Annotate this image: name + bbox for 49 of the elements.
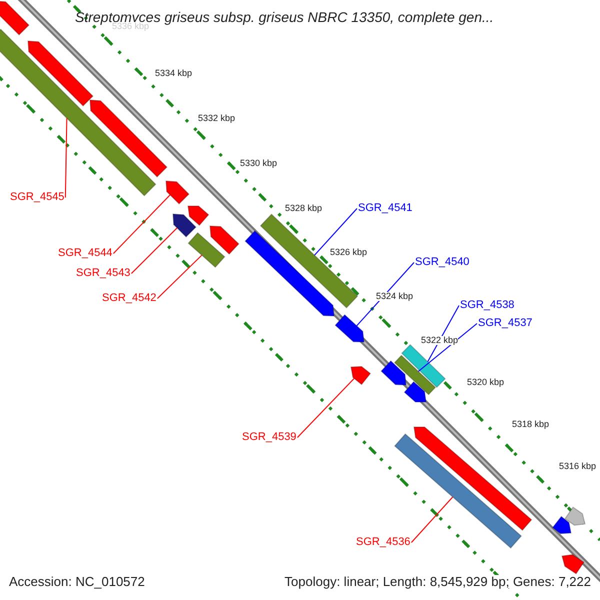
topology-text: Topology: linear; Length: 8,545,929 bp; Genes: 7,222 — [284, 575, 591, 588]
leader-line — [112, 194, 171, 254]
gene-label: SGR_4541 — [358, 203, 412, 214]
gene-block — [334, 314, 365, 343]
gene-block — [27, 40, 94, 107]
gene-block — [380, 360, 407, 386]
gene-block — [404, 381, 427, 402]
gene-label: SGR_4539 — [242, 432, 296, 443]
tick-label: 5324 kbp — [376, 292, 414, 301]
leader-line — [64, 118, 68, 198]
tick-label: 5326 kbp — [330, 248, 368, 257]
gene-block — [0, 0, 30, 36]
gene-block — [552, 516, 572, 534]
tick-label: 5320 kbp — [467, 378, 504, 387]
gene-block — [401, 344, 446, 388]
tick-label: 5316 kbp — [559, 462, 596, 471]
tick-label: 5334 kbp — [155, 69, 192, 78]
accession-text: Accession: NC_010572 — [9, 575, 145, 588]
gene-block — [564, 506, 586, 526]
tick-label: 5332 kbp — [198, 114, 236, 123]
tick-label: 5330 kbp — [240, 159, 278, 168]
gene-block — [187, 206, 210, 226]
gene-block — [394, 354, 436, 396]
leader-line — [130, 227, 178, 274]
gene-label: SGR_4543 — [76, 268, 130, 279]
leader-line — [296, 378, 355, 438]
gene-block — [165, 180, 190, 205]
gene-block — [89, 99, 168, 178]
gene-block — [209, 225, 240, 255]
gene-label: SGR_4545 — [10, 192, 64, 203]
gene-block — [188, 232, 226, 268]
gene-label: SGR_4536 — [356, 537, 410, 548]
tick-label: 5318 kbp — [512, 420, 550, 429]
gene-label: SGR_4544 — [58, 248, 112, 259]
gene-label: SGR_4537 — [478, 318, 532, 329]
gene-block — [413, 426, 532, 531]
gene-block — [172, 213, 197, 238]
map-title: Streptomyces griseus subsp. griseus NBRC 13350, complete gen... — [75, 10, 494, 24]
leader-line — [314, 208, 358, 256]
gene-label: SGR_4540 — [415, 257, 470, 268]
tick-label: 5322 kbp — [421, 336, 458, 345]
leader-line — [410, 496, 454, 543]
leader-line — [356, 262, 414, 326]
gene-label: SGR_4542 — [102, 293, 156, 304]
gene-label: SGR_4538 — [460, 300, 514, 311]
gene-block — [350, 366, 372, 386]
leader-line — [156, 254, 202, 299]
leader-line — [418, 323, 478, 372]
tick-label: 5328 kbp — [285, 204, 322, 213]
